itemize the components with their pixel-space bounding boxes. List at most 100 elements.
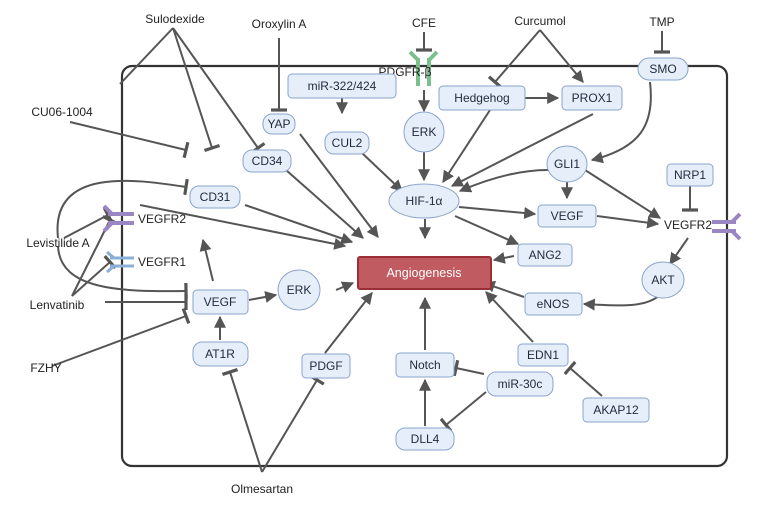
edge-levistilide-vegfr2 bbox=[63, 207, 114, 239]
edge-yap-angiogenesis bbox=[299, 133, 379, 238]
node-hif1a bbox=[388, 183, 460, 219]
edge-hedgehog-hif1a bbox=[442, 109, 491, 184]
edge-akap12-edn1 bbox=[563, 360, 603, 397]
label-ang2: ANG2 bbox=[529, 248, 562, 262]
edge-olmesartan-at1r bbox=[221, 368, 263, 473]
node-prox1 bbox=[561, 85, 623, 111]
label-yap: YAP bbox=[267, 117, 290, 131]
edge-levistilide-vegf bbox=[57, 245, 188, 300]
pdgfrb-receptor-icon bbox=[408, 50, 439, 86]
edge-pdgf-angiogenesis bbox=[324, 292, 373, 354]
node-enos bbox=[524, 292, 583, 316]
label-edn1: EDN1 bbox=[527, 348, 559, 362]
node-hedgehog bbox=[438, 85, 526, 111]
label-cd34: CD34 bbox=[252, 154, 283, 168]
label-prox1: PROX1 bbox=[572, 91, 613, 105]
edge-prox1-hif1a bbox=[450, 113, 594, 187]
edge-cu06-cd31 bbox=[69, 121, 190, 159]
edge-gli1-vegfr2 bbox=[584, 169, 662, 219]
edge-ang2-angiogenesis bbox=[492, 251, 515, 264]
label-at1r: AT1R bbox=[205, 347, 235, 361]
label-cul2: CUL2 bbox=[332, 136, 363, 150]
label-sulodexide: Sulodexide bbox=[145, 12, 205, 26]
edge-mir30c-dll4 bbox=[439, 391, 487, 433]
label-hedgehog: Hedgehog bbox=[454, 91, 509, 105]
edge-edn1-angiogenesis bbox=[485, 291, 534, 343]
edge-hif1a-vegf bbox=[458, 206, 537, 219]
node-erk-left bbox=[277, 269, 321, 311]
edge-vegf-vegfr2-left bbox=[199, 238, 214, 282]
node-cul2 bbox=[324, 131, 370, 155]
edge-lenvatinib-vegfr2 bbox=[71, 214, 118, 297]
label-lenvatinib: Lenvatinib bbox=[30, 298, 85, 312]
edge-mir30c-notch bbox=[452, 359, 485, 377]
node-erk-top bbox=[403, 111, 445, 153]
node-mir322 bbox=[287, 73, 397, 99]
edge-vegfr2-angiogenesis bbox=[139, 204, 347, 250]
label-smo: SMO bbox=[649, 62, 676, 76]
label-dll4: DLL4 bbox=[411, 432, 440, 446]
node-akap12 bbox=[582, 397, 650, 423]
label-erk-top: ERK bbox=[412, 125, 437, 139]
label-oroxylin-a: Oroxylin A bbox=[252, 17, 307, 31]
edge-cd34-angiogenesis bbox=[285, 169, 364, 239]
vegfr1-receptor-icon bbox=[106, 250, 134, 274]
label-enos: eNOS bbox=[537, 297, 570, 311]
edge-levistilide-cd31 bbox=[56, 178, 189, 239]
label-mir322: miR-322/424 bbox=[308, 79, 377, 93]
edge-curcumol-prox1 bbox=[539, 29, 584, 83]
node-yap bbox=[262, 113, 296, 135]
edge-akt-enos bbox=[582, 294, 661, 311]
node-vegf-mid bbox=[537, 204, 597, 228]
node-labels: YAP CD34 miR-322/424 CUL2 Hedgehog PROX1… bbox=[200, 62, 707, 446]
vegfr2-right-receptor-icon bbox=[712, 212, 742, 241]
label-gli1: GLI1 bbox=[554, 157, 580, 171]
node-ang2 bbox=[517, 243, 573, 267]
label-cu06-1004: CU06-1004 bbox=[31, 105, 93, 119]
label-angiogenesis: Angiogenesis bbox=[386, 266, 461, 280]
edge-cul2-hif1a bbox=[361, 152, 403, 192]
node-cd34 bbox=[242, 149, 292, 173]
node-cd31 bbox=[189, 185, 241, 209]
node-boxes bbox=[189, 57, 714, 451]
label-cfe: CFE bbox=[412, 16, 436, 30]
node-pdgf bbox=[301, 353, 351, 379]
label-cd31: CD31 bbox=[200, 190, 231, 204]
label-vegfr2-right: VEGFR2 bbox=[664, 218, 712, 232]
label-tmp: TMP bbox=[649, 15, 674, 29]
label-olmesartan: Olmesartan bbox=[231, 482, 293, 496]
node-smo bbox=[637, 57, 689, 81]
label-erk-left: ERK bbox=[287, 283, 312, 297]
edge-fzhy-vegf bbox=[51, 307, 191, 367]
node-dll4 bbox=[395, 427, 455, 451]
vegfr2-left-receptor-icon bbox=[102, 204, 134, 233]
node-at1r bbox=[192, 341, 249, 367]
node-nrp1 bbox=[666, 163, 714, 187]
label-pdgf: PDGF bbox=[309, 359, 342, 373]
label-mir30c: miR-30c bbox=[498, 377, 543, 391]
edge-smo-gli1 bbox=[590, 81, 652, 164]
label-akap12: AKAP12 bbox=[593, 403, 639, 417]
label-vegfr1: VEGFR1 bbox=[138, 255, 186, 269]
edge-vegf-vegfr2 bbox=[596, 215, 660, 229]
label-notch: Notch bbox=[409, 358, 440, 372]
node-notch bbox=[395, 352, 455, 378]
node-gli1 bbox=[546, 145, 588, 183]
label-vegf-mid: VEGF bbox=[551, 209, 584, 223]
edge-curcumol-hedgehog bbox=[487, 29, 541, 89]
label-fzhy: FZHY bbox=[30, 361, 61, 375]
edge-sulodexide-cd31 bbox=[172, 27, 221, 152]
edge-hif1a-ang2 bbox=[454, 215, 520, 246]
label-hif1a: HIF-1α bbox=[406, 194, 443, 208]
edge-gli1-hif1a bbox=[458, 169, 549, 193]
edge-vegfr2-akt bbox=[669, 237, 689, 265]
label-curcumol: Curcumol bbox=[514, 14, 565, 28]
edge-lenvatinib-vegfr1 bbox=[71, 254, 117, 297]
edge-sulodexide-cd34 bbox=[172, 27, 266, 154]
label-nrp1: NRP1 bbox=[674, 168, 706, 182]
edge-cd31-angiogenesis bbox=[244, 204, 354, 245]
edge-sulodexide-branch bbox=[119, 27, 174, 85]
edge-olmesartan-pdgf bbox=[261, 374, 325, 473]
label-levistilide-a: Levistilide A bbox=[26, 236, 89, 250]
